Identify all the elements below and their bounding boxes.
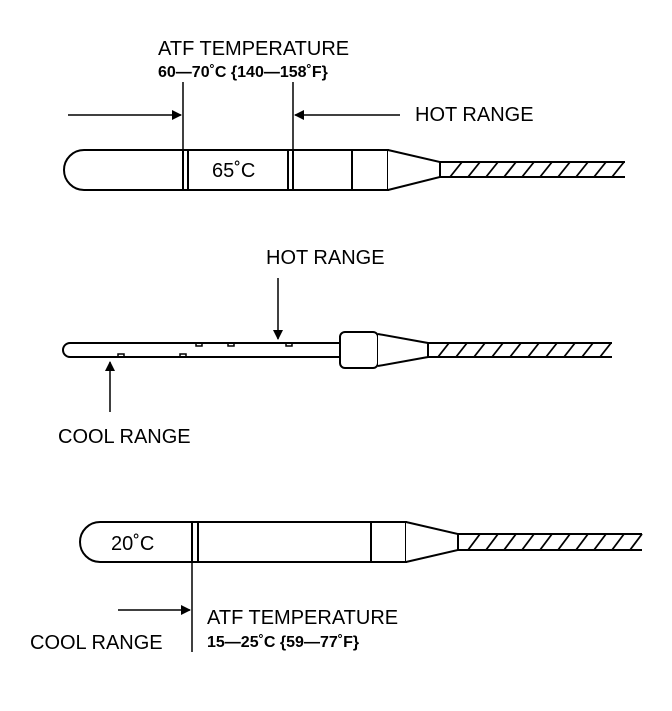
dipstick-2-notches (117, 343, 293, 357)
figure-1-hot-detail (63, 82, 625, 191)
fig1-temp-range: 60—70˚C {140—158˚F} (158, 64, 328, 81)
dipstick-1-cable-hatch (449, 161, 625, 178)
dipstick-1-tip (63, 149, 389, 191)
dipstick-1-taper (387, 149, 441, 191)
dipstick-2-blade (62, 342, 341, 358)
fig3-reading: 20˚C (111, 533, 154, 555)
fig1-reading: 65˚C (212, 160, 255, 182)
dipstick-3-cable-hatch (467, 533, 643, 551)
figure-2-dipstick (62, 278, 612, 412)
dipstick-2-handle (339, 331, 379, 369)
fig3-atf-label: ATF TEMPERATURE (207, 607, 398, 629)
fig2-hot-range-label: HOT RANGE (266, 247, 385, 269)
fig1-atf-label: ATF TEMPERATURE (158, 38, 349, 60)
dipstick-3-tip (79, 521, 407, 563)
dipstick-3-taper (405, 521, 459, 563)
figure-3-cool-detail (79, 521, 643, 652)
dipstick-2-taper (377, 333, 429, 367)
fig1-hot-range-label: HOT RANGE (415, 104, 534, 126)
dipstick-2-cable-hatch (437, 342, 612, 358)
fig2-cool-range-label: COOL RANGE (58, 426, 191, 448)
fig3-cool-range-label: COOL RANGE (30, 632, 163, 654)
fig3-temp-range: 15—25˚C {59—77˚F} (207, 634, 359, 651)
